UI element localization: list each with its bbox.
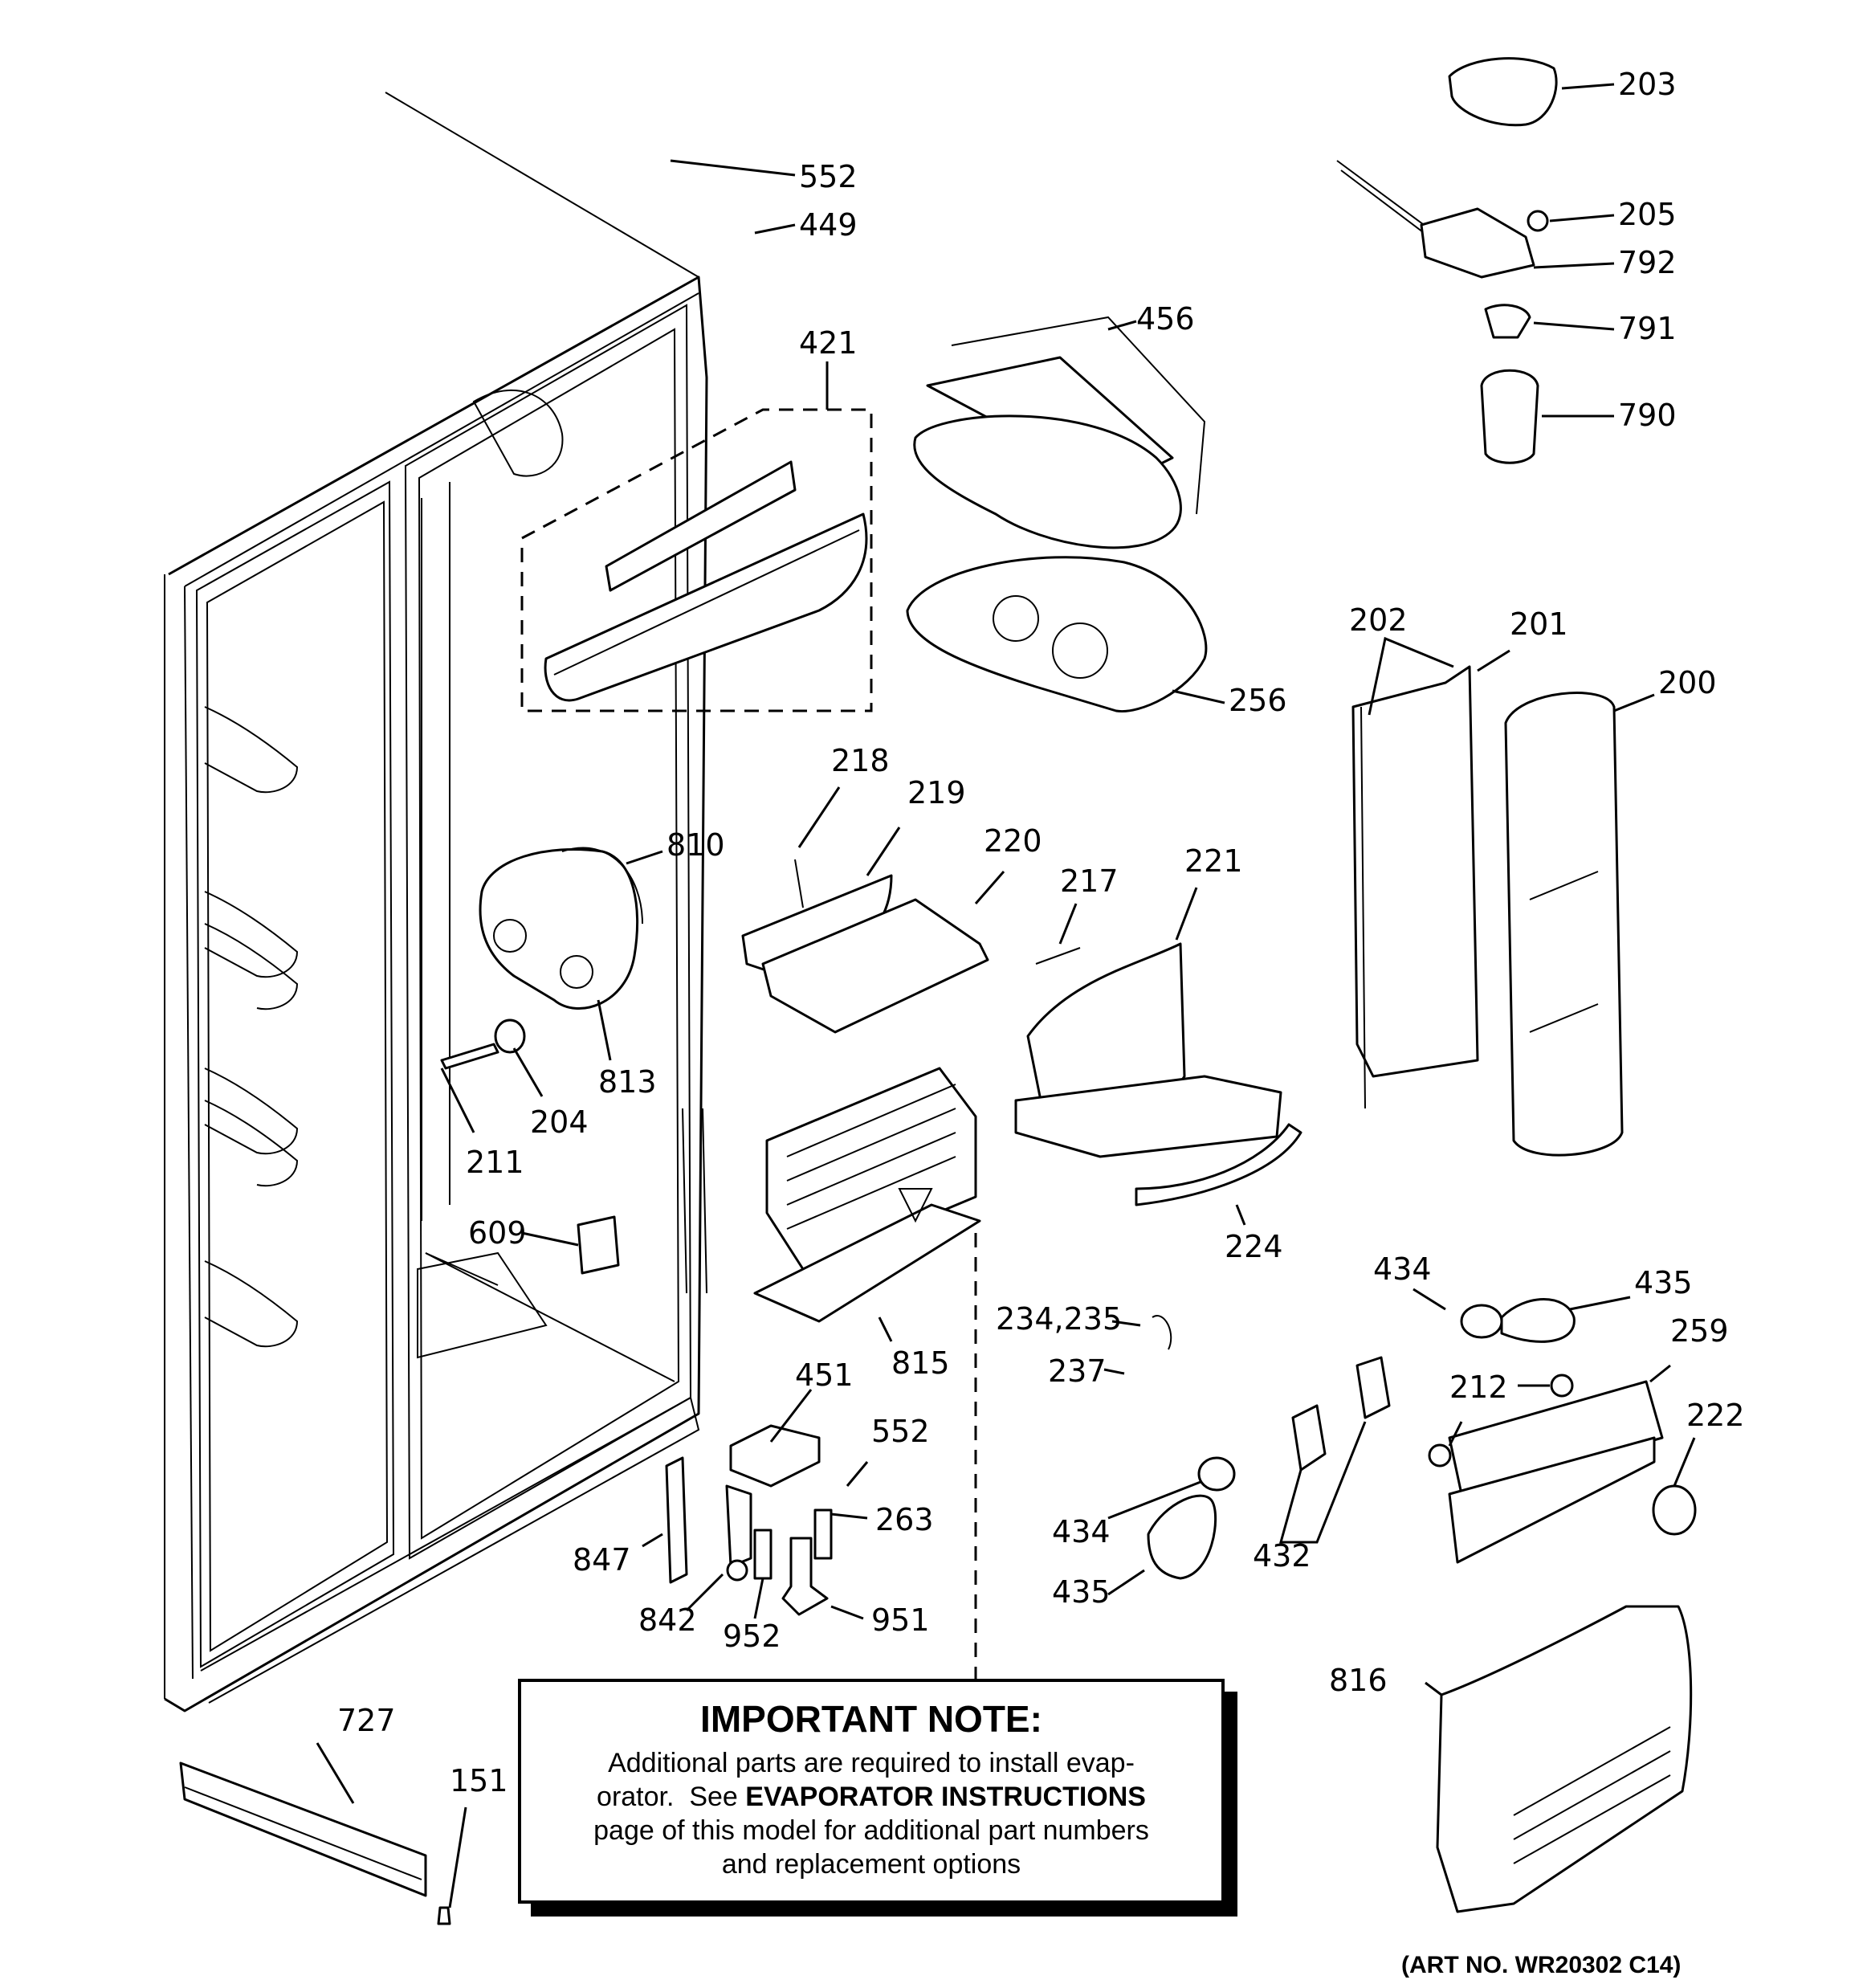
note-line-3: page of this model for additional part n… — [593, 1815, 1149, 1846]
evaporator-815 — [682, 1067, 981, 1323]
door-panels — [1351, 665, 1624, 1157]
label-211: 211 — [466, 1145, 524, 1180]
note-line-2: orator. See EVAPORATOR INSTRUCTIONS — [521, 1780, 1221, 1814]
label-816: 816 — [1329, 1663, 1388, 1698]
hinge-hardware — [665, 1424, 833, 1616]
dispenser-chute-parts — [741, 859, 1302, 1206]
label-205: 205 — [1618, 197, 1677, 232]
label-842: 842 — [638, 1602, 697, 1638]
label-790: 790 — [1618, 398, 1677, 433]
label-222: 222 — [1686, 1398, 1745, 1433]
label-815: 815 — [891, 1345, 950, 1381]
label-609: 609 — [468, 1215, 527, 1251]
important-note-box: IMPORTANT NOTE: Additional parts are req… — [518, 1679, 1225, 1904]
label-449: 449 — [799, 207, 858, 243]
label-221: 221 — [1184, 843, 1243, 879]
label-200: 200 — [1658, 665, 1717, 700]
light-shield-259 — [1428, 1374, 1697, 1564]
fan-cover-assembly — [906, 316, 1208, 713]
label-219: 219 — [907, 775, 966, 810]
label-791: 791 — [1618, 311, 1677, 346]
note-line-4: and replacement options — [721, 1849, 1021, 1880]
grille-727 — [179, 1761, 451, 1925]
label-792: 792 — [1618, 245, 1677, 280]
label-552-top: 552 — [799, 159, 858, 194]
fan-motor-assembly — [440, 847, 643, 1275]
note-body: Additional parts are required to install… — [521, 1746, 1221, 1881]
label-847: 847 — [573, 1542, 631, 1578]
label-263: 263 — [875, 1502, 934, 1537]
label-727: 727 — [337, 1703, 396, 1738]
label-151: 151 — [450, 1763, 508, 1798]
note-line-2-text: orator. See — [597, 1782, 746, 1812]
label-202: 202 — [1349, 602, 1408, 638]
label-810: 810 — [667, 827, 725, 863]
evaporator-instructions-link-text: EVAPORATOR INSTRUCTIONS — [745, 1782, 1146, 1812]
water-filter-parts — [1336, 57, 1558, 464]
label-259: 259 — [1670, 1313, 1729, 1349]
label-435-bottom: 435 — [1052, 1574, 1111, 1610]
label-432: 432 — [1253, 1538, 1311, 1574]
art-number: (ART NO. WR20302 C14) — [1401, 1952, 1682, 1978]
label-212: 212 — [1449, 1370, 1508, 1405]
label-204: 204 — [530, 1104, 589, 1140]
note-title: IMPORTANT NOTE: — [700, 1698, 1042, 1740]
label-224: 224 — [1225, 1229, 1283, 1264]
leader-lines — [316, 83, 1696, 1908]
lamp-parts — [1147, 1298, 1576, 1580]
label-234-235: 234,235 — [996, 1301, 1122, 1337]
label-435-top: 435 — [1634, 1265, 1693, 1300]
label-421: 421 — [799, 325, 858, 361]
label-451: 451 — [795, 1357, 854, 1393]
light-assembly-421 — [520, 408, 873, 712]
label-220: 220 — [984, 823, 1042, 859]
label-218: 218 — [831, 743, 890, 778]
cover-816 — [1436, 1605, 1693, 1913]
label-256: 256 — [1229, 683, 1287, 718]
label-237: 237 — [1048, 1353, 1107, 1389]
label-456: 456 — [1136, 301, 1195, 337]
label-434-bottom: 434 — [1052, 1514, 1111, 1549]
label-952: 952 — [723, 1619, 781, 1654]
note-line-1: Additional parts are required to install… — [608, 1748, 1135, 1778]
label-951: 951 — [871, 1602, 930, 1638]
label-434-top: 434 — [1373, 1251, 1432, 1287]
label-203: 203 — [1618, 67, 1677, 102]
part-labels: 203 552 449 205 792 791 790 456 421 202 … — [337, 67, 1745, 1798]
label-201: 201 — [1510, 606, 1568, 642]
label-813: 813 — [598, 1064, 657, 1100]
label-552-bottom: 552 — [871, 1414, 930, 1449]
label-217: 217 — [1060, 863, 1119, 899]
